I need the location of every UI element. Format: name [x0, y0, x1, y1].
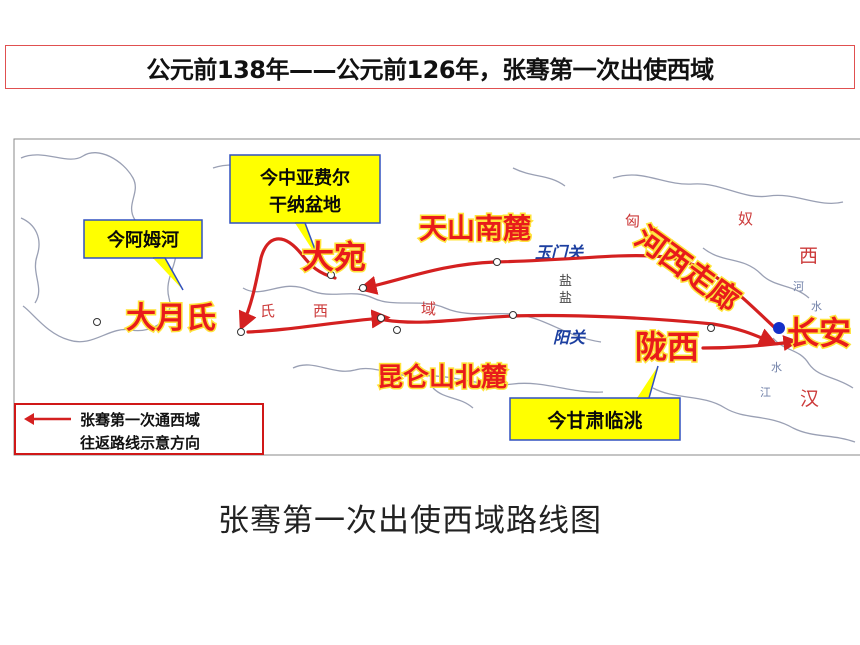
callout-fergana-line2: 干纳盆地: [269, 194, 341, 216]
route-map: 匈 奴 西 域 氏 西 汉 河 水 水 江 盐 盐 玉门关 阳关: [13, 138, 860, 456]
callout-fergana-line1: 今中亚费尔: [260, 167, 350, 189]
legend-arrow-icon: [24, 413, 71, 425]
route-lines: [238, 237, 800, 352]
route-outbound-north: [357, 254, 777, 330]
city-dot-dayuan2: [359, 284, 367, 292]
map-label-lake1: 盐: [559, 274, 572, 289]
callout-amu-box: [83, 219, 203, 259]
map-label-nu: 奴: [738, 210, 753, 228]
place-dayuan: 大宛: [302, 238, 366, 276]
map-label-jiang: 江: [760, 386, 771, 399]
city-dot-longxi: [707, 324, 715, 332]
callout-fergana: 今中亚费尔 干纳盆地: [229, 154, 381, 261]
changan-dot: [773, 322, 785, 334]
map-label-han-xi: 西: [799, 245, 818, 267]
callout-amu: 今阿姆河: [83, 219, 203, 291]
route-return-west: [246, 309, 391, 334]
map-label-han: 汉: [800, 388, 819, 410]
city-dot-yang: [509, 311, 517, 319]
map-label-lake2: 盐: [559, 291, 572, 306]
route-dayuan-loop: [238, 237, 337, 332]
map-label-shi: 氏: [260, 302, 275, 320]
map-label-yu-region: 域: [421, 300, 436, 318]
legend-line2: 往返路线示意方向: [80, 434, 201, 452]
city-dot-west: [93, 318, 101, 326]
callout-amu-pointer: [153, 257, 184, 291]
callout-gansu-box: [509, 397, 681, 441]
callout-gansu-pointer: [637, 365, 659, 399]
place-tianshan: 天山南麓: [419, 212, 531, 245]
legend: 张骞第一次通西域 往返路线示意方向: [14, 403, 264, 455]
map-label-yangguan: 阳关: [553, 328, 587, 347]
title-text: 公元前138年——公元前126年，张骞第一次出使西域: [146, 55, 714, 84]
map-label-shui2: 水: [771, 361, 782, 374]
city-dot-mid2: [393, 326, 401, 334]
route-longxi-changan: [701, 335, 800, 352]
callout-amu-label: 今阿姆河: [107, 229, 179, 251]
city-dot-dayuezhi: [237, 328, 245, 336]
callout-gansu-label: 今甘肃临洮: [546, 409, 642, 432]
title-banner: 公元前138年——公元前126年，张骞第一次出使西域: [5, 45, 855, 89]
city-dot-yumen: [493, 258, 501, 266]
map-label-shui1: 水: [811, 300, 822, 313]
map-label-he: 河: [793, 280, 804, 293]
city-dot-mid1: [377, 314, 385, 322]
map-label-xi-region: 西: [313, 302, 328, 320]
legend-line1: 张骞第一次通西域: [80, 411, 201, 429]
city-dot-dayuan1: [327, 271, 335, 279]
place-changan: 长安: [787, 314, 851, 352]
place-dayuezhi: 大月氏: [126, 301, 216, 336]
route-return-south: [383, 313, 779, 347]
place-kunlun: 昆仑山北麓: [377, 362, 507, 393]
map-frame: [13, 138, 860, 456]
callout-fergana-pointer: [295, 222, 320, 261]
map-caption: 张骞第一次出使西域路线图: [218, 503, 602, 539]
map-label-xiong: 匈: [625, 212, 640, 230]
callout-gansu: 今甘肃临洮: [509, 365, 681, 441]
place-longxi: 陇西: [635, 328, 699, 366]
